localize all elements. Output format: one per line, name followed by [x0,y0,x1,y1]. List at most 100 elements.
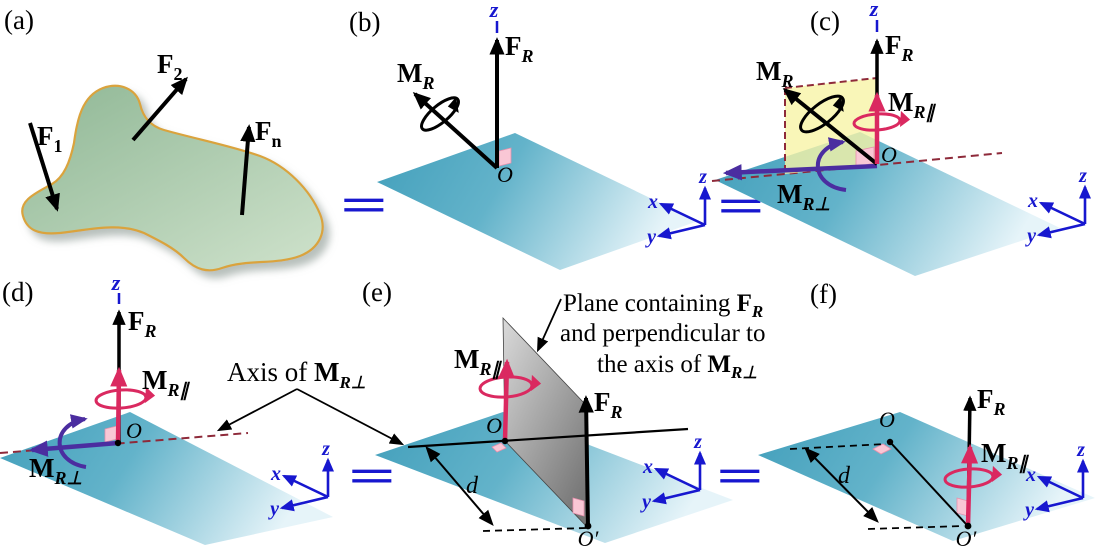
coordinate-triad: z x y [1023,439,1090,521]
label-mrpar: MR∥ [981,438,1029,474]
label-mrpar: MR∥ [142,365,190,401]
z-axis-label: z [1076,439,1085,461]
z-axis-label: z [1078,165,1087,187]
equals-sign-4: = [716,449,764,502]
label-fr: FR [594,387,623,422]
distance-d-label: d [466,473,479,499]
point-o-label: O [881,142,897,167]
x-axis-label: x [647,191,658,213]
point-oprime-dot [584,522,592,530]
label-mrperp: MR⊥ [29,453,82,488]
point-o-dot [501,437,509,445]
moment-mr-arrow [412,92,499,170]
y-axis-arrow [656,223,706,240]
mrpar-rotation-ellipse [852,112,902,132]
z-axis-label: z [693,431,702,453]
point-oprime-dot [964,522,972,530]
moment-mr-arrow [782,88,879,166]
point-oprime-label: O′ [578,526,600,550]
plane-note-line2: and perpendicular to [560,320,765,347]
support-plane [377,133,698,270]
right-angle-marker [104,425,118,443]
offset-dashed-line [482,527,587,532]
force-f2-arrow [131,76,188,142]
point-o-label: O [497,162,513,187]
rigid-body [21,84,324,272]
x-axis-label: x [642,456,653,478]
panel-label-c: (c) [810,6,840,36]
force-fn-arrow [240,124,256,216]
x-axis-arrow [281,474,329,499]
o-to-oprime-line [889,441,967,525]
axis-note-arrow-left [216,388,298,432]
panel-label-e: (e) [362,277,392,307]
point-oprime-label: O′ [956,526,978,550]
force-f1-arrow [28,122,60,212]
point-o-label: O [486,413,502,438]
right-angle-marker-o [491,442,507,453]
y-axis-label: y [268,498,279,520]
y-axis-label: y [1025,225,1036,247]
z-axis-label: z [111,270,121,295]
x-axis-arrow [658,202,706,227]
label-fr: FR [885,30,914,65]
y-axis-label: y [640,491,651,513]
distance-d-arrow [425,445,494,527]
offset-dashed-bottom [867,525,965,530]
z-axis-label: z [489,0,499,22]
z-axis-label: z [698,166,707,188]
panel-a: (a) F1 F2 Fn [4,5,324,272]
point-o-dot [114,439,122,447]
mrperp-rotation-arc [815,137,847,192]
x-axis-label: x [1027,190,1038,212]
label-mrperp: MR⊥ [777,179,830,214]
x-axis-arrow [1038,201,1086,226]
label-mrpar: MR∥ [888,87,936,123]
y-axis-label: y [645,226,656,248]
point-o-dot [886,438,894,446]
label-f1: F1 [37,121,63,156]
panel-label-f: (f) [810,279,837,309]
x-axis-label: x [270,463,281,485]
label-fr: FR [505,31,534,66]
equals-sign-1: = [340,178,388,231]
right-angle-marker-oprime [572,497,585,517]
y-axis-arrow [1036,222,1086,239]
y-axis-arrow [279,495,329,512]
coordinate-triad: z x y [640,431,707,513]
axis-note-arrow-right [296,388,405,446]
x-axis-arrow [1036,475,1084,500]
coordinate-triad: z x y [268,438,335,520]
panel-label-d: (d) [2,277,33,307]
y-axis-arrow [651,488,701,505]
coordinate-triad: z x y [1025,165,1092,247]
label-mrpar: MR∥ [454,344,502,380]
moment-mr-rotation-ellipse [420,96,460,132]
panel-b: (b) z FR MR O z x y [349,0,712,270]
force-fr-arrow [578,395,594,529]
moment-mrpar-arrow [110,366,128,444]
moment-mrpar-arrow [498,358,516,442]
moment-mr-rotation-ellipse [799,94,845,134]
moment-mrperp-arrow [722,163,878,181]
axis-note: Axis of MR⊥ [216,357,405,446]
z-axis-label: z [321,438,330,460]
plane-note-arrow [537,298,562,353]
label-mr: MR [397,58,435,93]
moment-axis-line [407,427,689,449]
panel-e: (e) O O′ d MR∥ FR z x y Plane containing… [362,277,765,550]
point-o-label: O [879,407,895,432]
y-axis-label: y [1023,499,1034,521]
panel-c: (c) z FR MR MR∥ MR⊥ O z x y [711,0,1092,276]
plane-note: Plane containing FR and perpendicular to… [537,290,765,382]
label-fr: FR [977,384,1006,419]
label-fn: Fn [255,116,282,151]
point-o-label: O [126,418,142,443]
y-axis-arrow [1034,496,1084,513]
label-fr: FR [128,306,157,341]
z-axis-label: z [869,0,879,21]
axis-note-text: Axis of MR⊥ [227,357,366,392]
mrperp-rotation-arc [57,414,88,469]
